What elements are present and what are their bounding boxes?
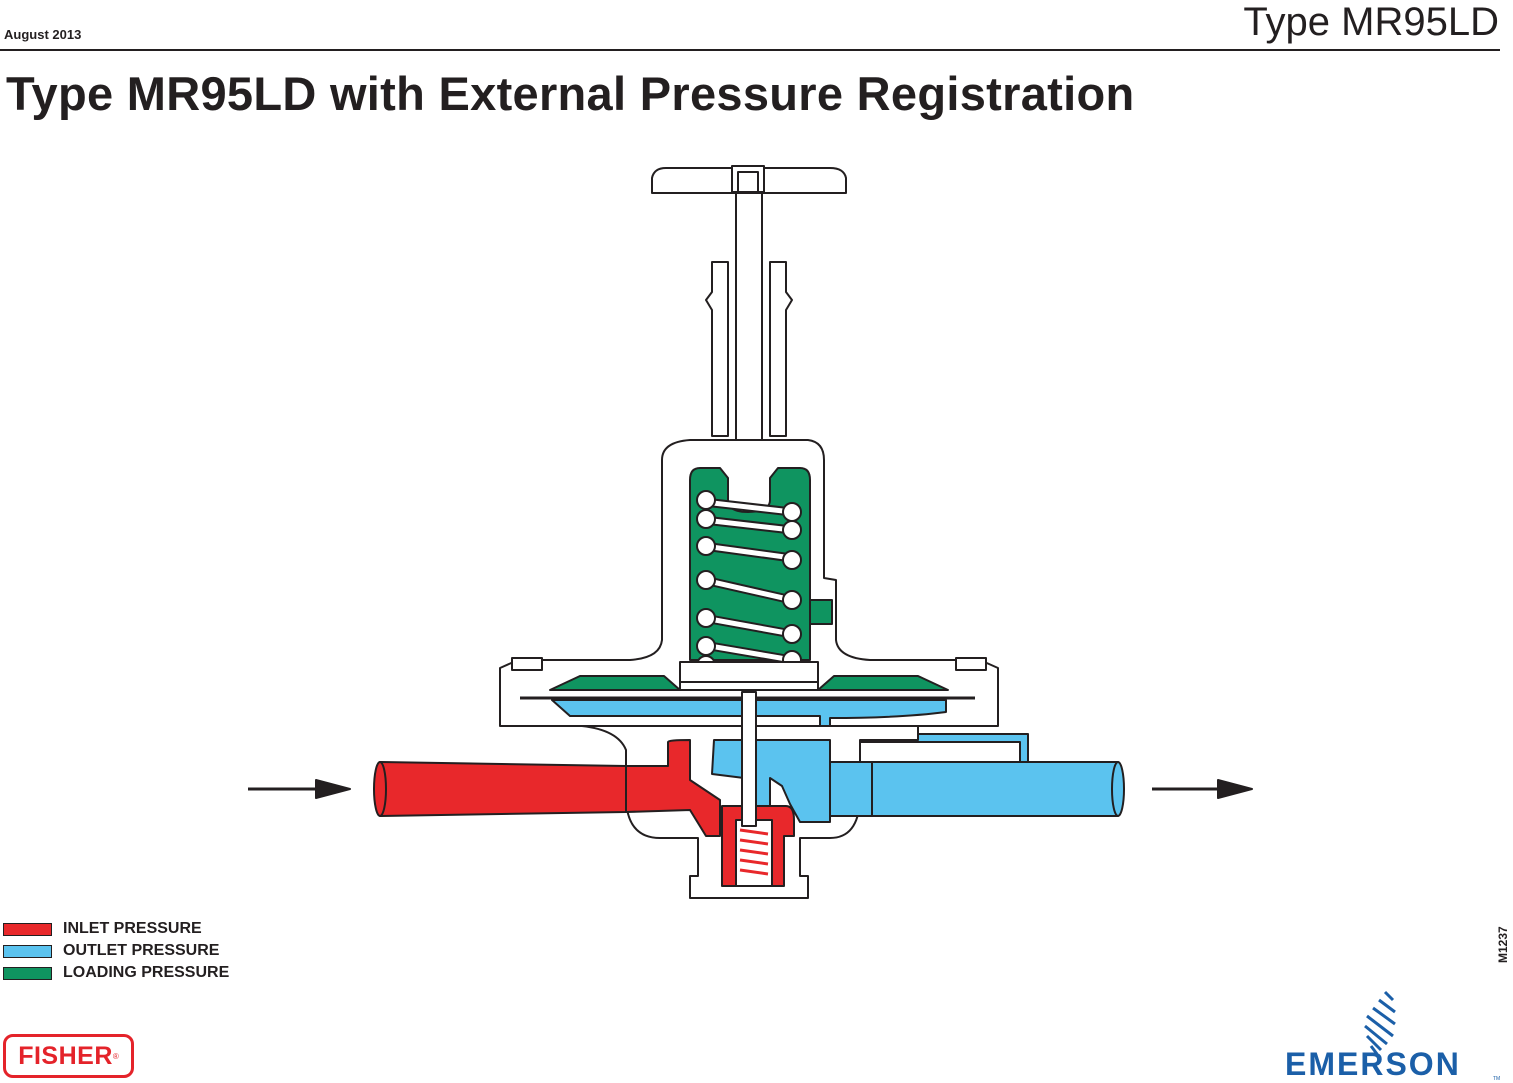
diaphragm-left (549, 675, 681, 691)
legend-label-loading: LOADING PRESSURE (63, 964, 230, 981)
header-date: August 2013 (4, 27, 82, 42)
bonnet-tower-left (705, 261, 729, 437)
outlet-flow-arrow (1152, 779, 1253, 799)
emerson-logo-text: EMERSON (1285, 1046, 1461, 1082)
bolt-left (511, 657, 543, 671)
diaphragm-right (817, 675, 949, 691)
inlet-passage (625, 739, 721, 837)
adjusting-screw (737, 171, 759, 193)
legend-swatch-inlet (3, 922, 52, 936)
header-rule (0, 49, 1500, 51)
fisher-logo: FISHER® (3, 1034, 134, 1078)
fisher-reg-mark: ® (112, 1051, 119, 1061)
outlet-pipe-end (1111, 761, 1125, 817)
legend-item-loading: LOADING PRESSURE (3, 962, 229, 984)
sensing-chamber (551, 699, 1029, 769)
bolt-right (955, 657, 987, 671)
loading-port (809, 599, 833, 625)
valve-stem (741, 691, 757, 827)
legend-label-outlet: OUTLET PRESSURE (63, 942, 220, 959)
fisher-logo-text: FISHER (18, 1041, 113, 1070)
emerson-mark-icon (1364, 990, 1396, 1055)
spring-seat (679, 661, 819, 683)
outlet-pipe (871, 761, 1119, 817)
legend-label-inlet: INLET PRESSURE (63, 920, 202, 937)
inlet-pipe (379, 761, 627, 817)
drawing-id: M1237 (1496, 926, 1510, 963)
bonnet-tower-right (769, 261, 793, 437)
legend: INLET PRESSURE OUTLET PRESSURE LOADING P… (3, 918, 229, 984)
inlet-flow-arrow (248, 779, 351, 799)
page-title: Type MR95LD with External Pressure Regis… (6, 67, 1135, 120)
emerson-tm-mark: TM (1493, 1076, 1501, 1082)
legend-item-outlet: OUTLET PRESSURE (3, 940, 229, 962)
outlet-flange (829, 761, 873, 817)
diaphragm-plate (679, 681, 819, 691)
legend-item-inlet: INLET PRESSURE (3, 918, 229, 940)
legend-swatch-loading (3, 966, 52, 980)
header-type-label: Type MR95LD (1243, 0, 1499, 44)
inlet-pipe-end (373, 761, 387, 817)
legend-swatch-outlet (3, 944, 52, 958)
lower-spring (739, 828, 769, 876)
